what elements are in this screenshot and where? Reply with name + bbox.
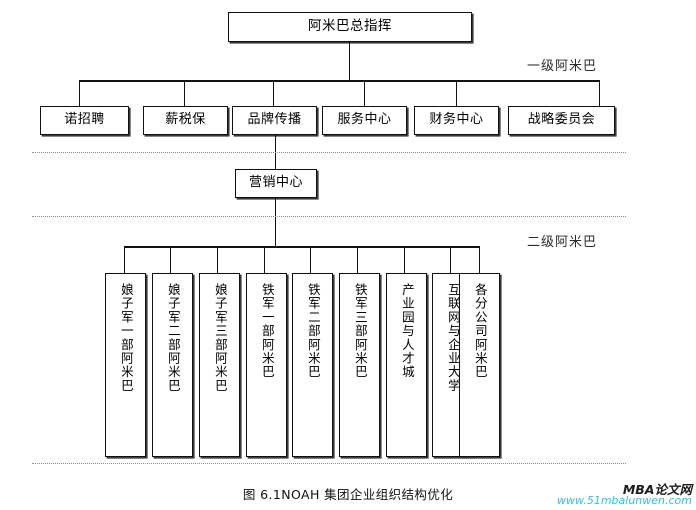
connector-l2-drop-9	[479, 246, 481, 273]
node-label: 铁军一部阿米巴	[259, 283, 275, 379]
node-l2-nvzijun-1: 娘子军一部阿米巴	[105, 273, 146, 457]
connector-l2-drop-6	[357, 246, 359, 273]
node-marketing-center: 营销中心	[235, 169, 317, 198]
node-label: 薪税保	[165, 112, 206, 128]
node-label: 娘子军一部阿米巴	[118, 283, 134, 393]
connector-level1-bus	[79, 80, 600, 82]
node-label: 互联网与企业大学	[445, 283, 461, 393]
node-l1-brand: 品牌传播	[232, 106, 317, 135]
node-label: 各分公司阿米巴	[472, 283, 488, 379]
connector-drop-6	[599, 80, 601, 106]
node-l2-tiejun-3: 铁军三部阿米巴	[339, 273, 380, 457]
node-label: 财务中心	[429, 112, 484, 128]
connector-l2-drop-2	[170, 246, 172, 273]
connector-root-stem	[349, 42, 351, 80]
node-label: 铁军二部阿米巴	[305, 283, 321, 379]
node-l1-payroll-tax: 薪税保	[143, 106, 228, 135]
node-l1-finance: 财务中心	[414, 106, 499, 135]
connector-l2-drop-8	[450, 246, 452, 273]
connector-marketing-stem	[275, 198, 277, 246]
node-label: 品牌传播	[247, 112, 302, 128]
node-label: 娘子军二部阿米巴	[165, 283, 181, 393]
connector-level2-bus	[124, 246, 480, 248]
connector-drop-3	[273, 80, 275, 106]
connector-l2-drop-1	[124, 246, 126, 273]
node-label: 战略委员会	[527, 112, 596, 128]
connector-l2-drop-7	[404, 246, 406, 273]
connector-drop-1	[79, 80, 81, 106]
node-label: 营销中心	[248, 175, 303, 191]
connector-l2-drop-3	[217, 246, 219, 273]
watermark-brand: MBA论文网	[622, 482, 692, 497]
label-level2: 二级阿米巴	[527, 235, 598, 250]
node-l2-tiejun-1: 铁军一部阿米巴	[246, 273, 287, 457]
node-label: 诺招聘	[64, 112, 105, 128]
node-l1-recruiting: 诺招聘	[40, 106, 129, 135]
connector-drop-4	[364, 80, 366, 106]
connector-drop-5	[456, 80, 458, 106]
node-label: 娘子军三部阿米巴	[212, 283, 228, 393]
node-root-commander: 阿米巴总指挥	[228, 12, 472, 42]
label-level1: 一级阿米巴	[527, 59, 598, 74]
node-label: 铁军三部阿米巴	[352, 283, 368, 379]
separator-line-2	[32, 216, 626, 217]
node-l2-branch-companies: 各分公司阿米巴	[459, 273, 500, 457]
connector-l2-drop-5	[310, 246, 312, 273]
separator-line-1	[32, 152, 626, 153]
node-l1-strategy: 战略委员会	[508, 106, 615, 135]
node-l2-nvzijun-3: 娘子军三部阿米巴	[199, 273, 240, 457]
connector-l2-drop-4	[264, 246, 266, 273]
watermark-url: www.51mbalunwen.com	[557, 494, 692, 507]
figure-caption: 图 6.1NOAH 集团企业组织结构优化	[242, 487, 454, 502]
node-l1-service: 服务中心	[322, 106, 407, 135]
node-label: 阿米巴总指挥	[308, 18, 392, 35]
node-l2-tiejun-2: 铁军二部阿米巴	[292, 273, 333, 457]
separator-line-3	[32, 463, 626, 464]
node-l2-industrial-park: 产业园与人才城	[386, 273, 427, 457]
node-label: 服务中心	[337, 112, 392, 128]
node-l2-nvzijun-2: 娘子军二部阿米巴	[152, 273, 193, 457]
connector-drop-2	[184, 80, 186, 106]
node-label: 产业园与人才城	[399, 283, 415, 379]
